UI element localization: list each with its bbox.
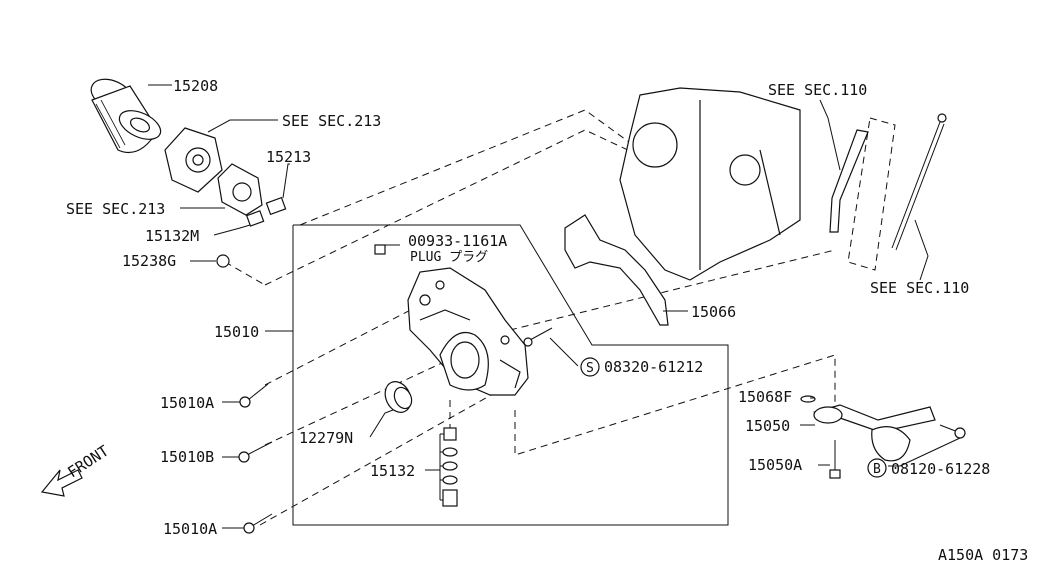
bolt-15010A-bottom <box>243 513 273 534</box>
label-see-sec213-top: SEE SEC.213 <box>282 112 381 130</box>
dipstick <box>891 113 947 251</box>
gasket <box>217 163 263 216</box>
sleeve-15132M <box>245 210 265 227</box>
bolt-15010B <box>238 441 273 463</box>
label-15010A-top: 15010A <box>160 394 214 412</box>
label-s-letter: S <box>586 361 594 376</box>
label-12279N: 12279N <box>299 429 353 447</box>
bolt-15050A <box>829 440 841 479</box>
label-15010A-bottom: 15010A <box>163 520 217 538</box>
label-15050A: 15050A <box>748 456 802 474</box>
front-arrow <box>40 469 83 497</box>
label-front: FRONT <box>64 442 112 482</box>
label-15208: 15208 <box>173 77 218 95</box>
oil-filter-15208 <box>90 78 162 154</box>
label-15132M: 15132M <box>145 227 199 245</box>
label-15050: 15050 <box>745 417 790 435</box>
label-15132: 15132 <box>370 462 415 480</box>
label-plug: PLUG プラグ <box>410 250 488 265</box>
label-15066: 15066 <box>691 303 736 321</box>
label-see-sec110-top: SEE SEC.110 <box>768 81 867 99</box>
label-see-sec213-left: SEE SEC.213 <box>66 200 165 218</box>
label-15010: 15010 <box>214 323 259 341</box>
fitting-15213 <box>265 196 287 216</box>
leader-lines <box>148 84 961 529</box>
label-see-sec110-right: SEE SEC.110 <box>870 279 969 297</box>
label-diagram-code: A150A 0173 <box>938 546 1028 564</box>
bolt-15010A-top <box>239 383 269 408</box>
label-08120-61228: 08120-61228 <box>891 460 990 478</box>
bolt-08320 <box>523 327 553 347</box>
label-15068F: 15068F <box>738 388 792 406</box>
plug-00933 <box>374 244 386 255</box>
label-15010B: 15010B <box>160 448 214 466</box>
b-circle <box>867 458 887 478</box>
label-15238G: 15238G <box>122 252 176 270</box>
plug-15238G <box>216 254 230 268</box>
filter-bracket <box>164 127 223 193</box>
label-00933-1161A: 00933-1161A <box>408 232 507 250</box>
label-15213: 15213 <box>266 148 311 166</box>
relief-valve-15132 <box>442 427 458 507</box>
label-b-letter: B <box>873 462 881 477</box>
gasket-15066 <box>564 214 669 326</box>
s-circle <box>580 357 600 377</box>
label-08320-61212: 08320-61212 <box>604 358 703 376</box>
oil-pump-body-15010 <box>407 267 529 396</box>
dipstick-tube <box>829 117 896 271</box>
bolt-08120 <box>939 424 966 439</box>
strainer-15050 <box>800 395 936 462</box>
seal-12279N <box>384 381 413 413</box>
section-frame <box>292 224 729 526</box>
engine-block <box>619 87 801 281</box>
